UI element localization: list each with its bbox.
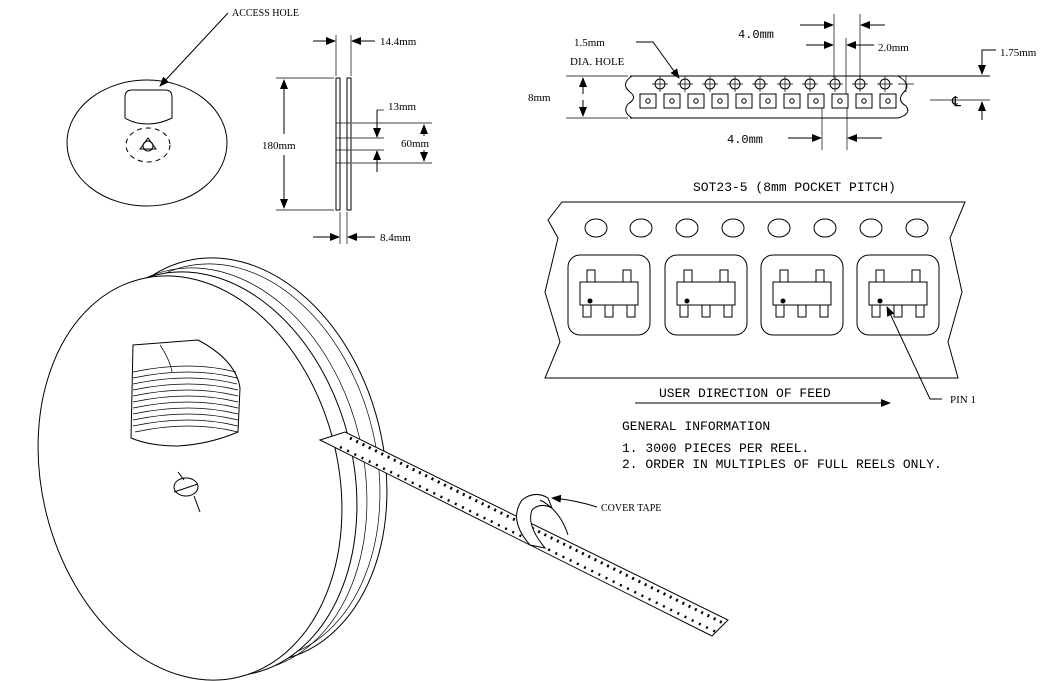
dim-180-label: 180mm: [262, 140, 296, 152]
tape-strip-detail: 1.5mm DIA. HOLE 4.0mm 2.0mm 1.75mm ℄ 8mm…: [528, 14, 1037, 150]
reel-side-view: 14.4mm 180mm 13mm 60mm 8.4mm: [262, 35, 432, 244]
access-hole-leader: [159, 12, 229, 87]
tape-winds: [132, 344, 239, 433]
pocket-centers: [645, 98, 891, 104]
feed-direction-label: USER DIRECTION OF FEED: [659, 386, 831, 401]
dim-13-label: 13mm: [388, 101, 417, 113]
tape-outline: [544, 201, 966, 379]
centerline-symbol: ℄: [951, 95, 961, 110]
dim-1-5-label: 1.5mm: [574, 37, 605, 49]
general-info-heading: GENERAL INFORMATION: [622, 419, 770, 434]
tape-sprocket-holes: [584, 218, 929, 238]
cover-tape-curl: [516, 494, 569, 549]
access-hole-label: ACCESS HOLE: [232, 8, 299, 19]
access-hole-window: [124, 89, 173, 125]
tape-pockets: [639, 93, 897, 109]
hub-outline: [125, 127, 171, 163]
pocket-1: [567, 254, 651, 336]
dim-60-label: 60mm: [401, 138, 430, 150]
dim-8-label: 8mm: [528, 92, 551, 104]
dim-14-4-label: 14.4mm: [380, 36, 417, 48]
sot23-pocket-detail: SOT23-5 (8mm POCKET PITCH): [544, 180, 976, 472]
dim-2-0-label: 2.0mm: [878, 42, 909, 54]
general-info-item-1: 1. 3000 PIECES PER REEL.: [622, 441, 809, 456]
dim-1-75-label: 1.75mm: [1000, 47, 1037, 59]
dim-8-4-label: 8.4mm: [380, 232, 411, 244]
cover-tape-label: COVER TAPE: [601, 503, 661, 514]
pocket-3: [760, 254, 844, 336]
reel-isometric-view: COVER TAPE: [37, 257, 729, 681]
dim-4-0-top-label: 4.0mm: [738, 28, 774, 42]
reel-front-view: ACCESS HOLE: [66, 8, 299, 207]
dim-4-0-bottom-label: 4.0mm: [727, 133, 763, 147]
dia-hole-label: DIA. HOLE: [570, 56, 625, 68]
hub-drive-icon: [139, 137, 157, 150]
pocket-4: [856, 254, 940, 336]
general-info-item-2: 2. ORDER IN MULTIPLES OF FULL REELS ONLY…: [622, 457, 942, 472]
pin1-label: PIN 1: [950, 394, 976, 406]
tape-title: SOT23-5 (8mm POCKET PITCH): [693, 180, 896, 195]
reel-hub-icon: [173, 471, 201, 513]
sprocket-holes: [652, 76, 914, 92]
reel-window: [130, 339, 241, 447]
pocket-2: [664, 254, 748, 336]
pin1-leader: [886, 306, 942, 400]
cover-tape-leader: [551, 494, 598, 508]
